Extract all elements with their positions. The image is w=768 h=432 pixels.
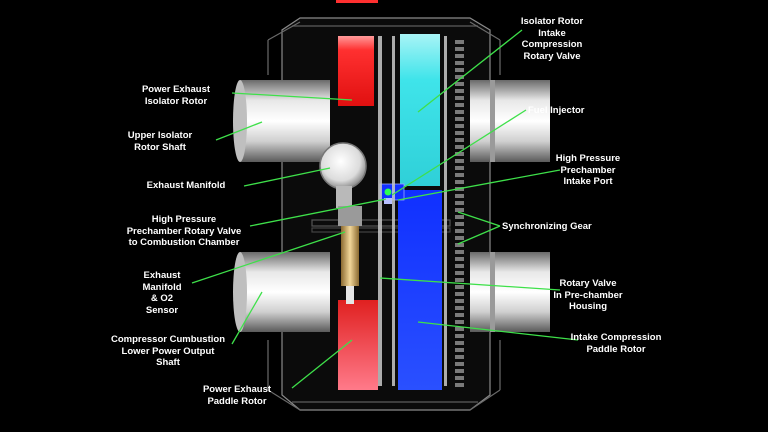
gear-tooth: [455, 362, 464, 366]
gear-tooth: [455, 264, 464, 268]
leader-o2-sensor: [191, 231, 346, 284]
top-marker: [336, 0, 378, 3]
gear-tooth: [455, 159, 464, 163]
synchronizing-gear-teeth: [455, 40, 464, 387]
gear-tooth: [455, 166, 464, 170]
leader-lines: [191, 29, 579, 389]
gear-tooth: [455, 299, 464, 303]
leader-power-exhaust-isolator-rotor: [231, 92, 353, 101]
gear-tooth: [455, 103, 464, 107]
gear-tooth: [455, 131, 464, 135]
gear-tooth: [455, 376, 464, 380]
gear-tooth: [455, 383, 464, 387]
leader-rotary-valve-housing: [379, 277, 561, 291]
gear-tooth: [455, 327, 464, 331]
rotor-plates: [378, 36, 447, 386]
gear-tooth: [455, 173, 464, 177]
gear-tooth: [455, 138, 464, 142]
leader-sync-gear-a: [457, 211, 501, 227]
gear-tooth: [455, 201, 464, 205]
gear-tooth: [455, 250, 464, 254]
leader-upper-isolator-rotor-shaft: [215, 121, 263, 141]
gear-tooth: [455, 355, 464, 359]
leader-fuel-injector: [391, 109, 527, 196]
exhaust-channel: [338, 36, 378, 390]
gear-tooth: [455, 110, 464, 114]
gear-tooth: [455, 124, 464, 128]
gear-tooth: [455, 348, 464, 352]
gear-tooth: [455, 68, 464, 72]
lower-shaft: [233, 252, 550, 332]
gear-tooth: [455, 334, 464, 338]
gear-tooth: [455, 89, 464, 93]
exhaust-manifold-gauge: [319, 142, 367, 208]
leader-power-exhaust-paddle-rotor: [291, 339, 353, 389]
leader-isolator-rotor-intake: [417, 29, 523, 113]
gear-tooth: [455, 180, 464, 184]
gear-tooth: [455, 222, 464, 226]
label-fuel-injector: Fuel Injector: [528, 105, 585, 116]
gear-tooth: [455, 229, 464, 233]
gear-tooth: [455, 208, 464, 212]
gear-tooth: [455, 341, 464, 345]
gear-tooth: [455, 40, 464, 44]
gear-tooth: [455, 306, 464, 310]
gear-tooth: [455, 82, 464, 86]
leader-hp-prechamber-intake-port: [397, 169, 561, 201]
gear-tooth: [455, 236, 464, 240]
leader-sync-gear-b: [457, 225, 501, 245]
gear-tooth: [455, 152, 464, 156]
leader-compressor-lower-shaft: [231, 291, 263, 345]
label-exhaust-manifold: Exhaust Manifold: [146, 180, 226, 191]
gear-tooth: [455, 54, 464, 58]
intake-channel: [379, 34, 442, 390]
label-synchronizing-gear: Synchronizing Gear: [502, 221, 592, 232]
gear-tooth: [455, 285, 464, 289]
gear-tooth: [455, 47, 464, 51]
leader-intake-paddle-rotor: [417, 321, 579, 341]
gear-tooth: [455, 243, 464, 247]
gear-tooth: [455, 215, 464, 219]
leader-exhaust-manifold: [243, 167, 331, 187]
gear-tooth: [455, 271, 464, 275]
o2-sensor: [338, 206, 362, 304]
gear-tooth: [455, 194, 464, 198]
gear-tooth: [455, 257, 464, 261]
fuel-injector: [384, 188, 392, 204]
gear-tooth: [455, 145, 464, 149]
gear-tooth: [455, 292, 464, 296]
leader-hp-prechamber-rotary-valve: [249, 198, 387, 227]
gear-tooth: [455, 369, 464, 373]
gear-tooth: [455, 61, 464, 65]
upper-shaft: [233, 80, 550, 162]
gear-tooth: [455, 313, 464, 317]
gear-tooth: [455, 117, 464, 121]
gear-tooth: [455, 96, 464, 100]
gear-tooth: [455, 320, 464, 324]
gear-tooth: [455, 75, 464, 79]
gear-tooth: [455, 278, 464, 282]
